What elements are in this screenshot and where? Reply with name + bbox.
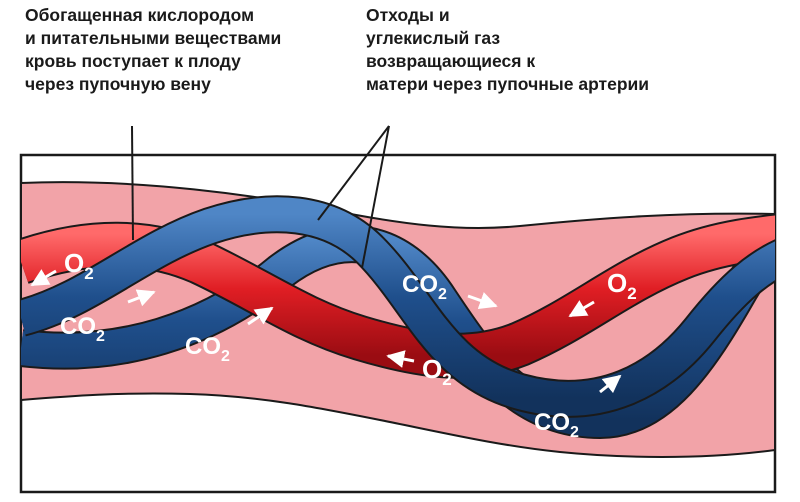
caption-line: через пупочную вену (25, 74, 211, 94)
o2-arrow-left (30, 269, 57, 287)
umbilical-arteries-caption: Отходы и углекислый газ возвращающиеся к… (366, 4, 649, 96)
co2-arrow-4 (599, 374, 622, 394)
vein-leader-line (131, 125, 134, 241)
artery-leader-line-2 (361, 125, 390, 269)
caption-line: углекислый газ (366, 28, 501, 48)
o2-arrow-middle (386, 350, 415, 368)
caption-line: и питательными веществами (25, 28, 282, 48)
artery-leader-line-1 (317, 125, 390, 221)
co2-arrow-1 (127, 289, 156, 307)
co2-label: CO2 (402, 271, 447, 303)
artery-upper-fill (21, 197, 775, 416)
caption-line: Обогащенная кислородом (25, 5, 255, 25)
umbilical-vein-caption: Обогащенная кислородом и питательными ве… (25, 4, 281, 96)
caption-line: возвращающиеся к (366, 51, 536, 71)
o2-label: O2 (64, 248, 94, 283)
o2-label: O2 (422, 354, 452, 389)
caption-line: Отходы и (366, 5, 450, 25)
co2-arrow-3 (467, 292, 498, 310)
co2-label: CO2 (534, 409, 579, 441)
co2-label: CO2 (60, 313, 105, 345)
o2-arrow-right (568, 300, 595, 318)
o2-label: O2 (607, 268, 637, 303)
caption-line: матери через пупочные артерии (366, 74, 650, 94)
co2-label: CO2 (185, 333, 230, 365)
co2-arrow-2 (247, 306, 274, 326)
caption-line: кровь поступает к плоду (25, 51, 241, 71)
